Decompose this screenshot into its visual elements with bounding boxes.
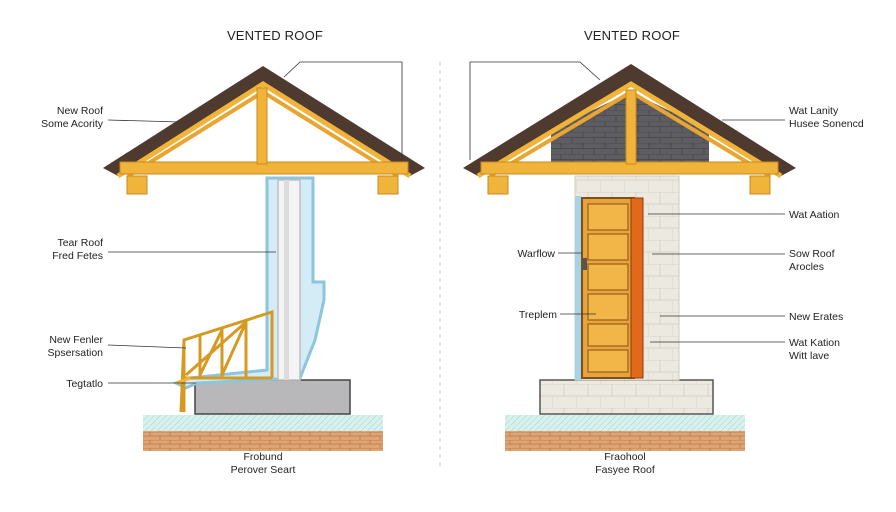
right-plinth [539,379,714,415]
label-wat-aation: Wat Aation [789,209,840,221]
label-frobund: Frobund [243,451,282,463]
right-orange-membrane [630,197,644,379]
label-fraohool: Fraohool [604,451,645,463]
right-brick-foundation [505,431,745,451]
label-arocles: Arocles [789,261,824,273]
label-new-roof: New Roof [57,105,103,117]
label-sow-roof: Sow Roof [789,248,835,260]
left-ground-slab [143,415,383,431]
label-treplem: Treplem [519,309,557,321]
label-witt-lave: Witt lave [789,350,829,362]
right-ground-slab [505,415,745,431]
label-wat-kation: Wat Kation [789,337,840,349]
left-brick-foundation [143,431,383,451]
left-timber-brace [179,309,274,413]
left-title: VENTED ROOF [227,28,323,43]
label-tear-roof: Tear Roof [57,237,103,249]
label-perover-seart: Perover Seart [231,464,296,476]
label-warflow: Warflow [517,248,555,260]
label-some-acority: Some Acority [41,118,104,130]
label-spsersation: Spsersation [48,347,104,359]
right-title: VENTED ROOF [584,28,680,43]
label-fasyee-roof: Fasyee Roof [595,464,655,476]
right-house [463,64,796,451]
label-new-erates: New Erates [789,311,843,323]
label-wat-lanity: Wat Lanity [789,105,839,117]
label-new-fenler: New Fenler [49,334,103,346]
left-house [103,66,425,451]
left-insulation-duct [172,176,326,390]
label-husee-sonencd: Husee Sonencd [789,118,864,130]
label-fred-fetes: Fred Fetes [52,250,103,262]
right-insulation-edge [575,196,581,380]
label-tegtatlo: Tegtatlo [66,378,103,390]
right-king-post [625,89,637,165]
left-concrete-base [194,379,351,415]
left-king-post [256,87,268,165]
